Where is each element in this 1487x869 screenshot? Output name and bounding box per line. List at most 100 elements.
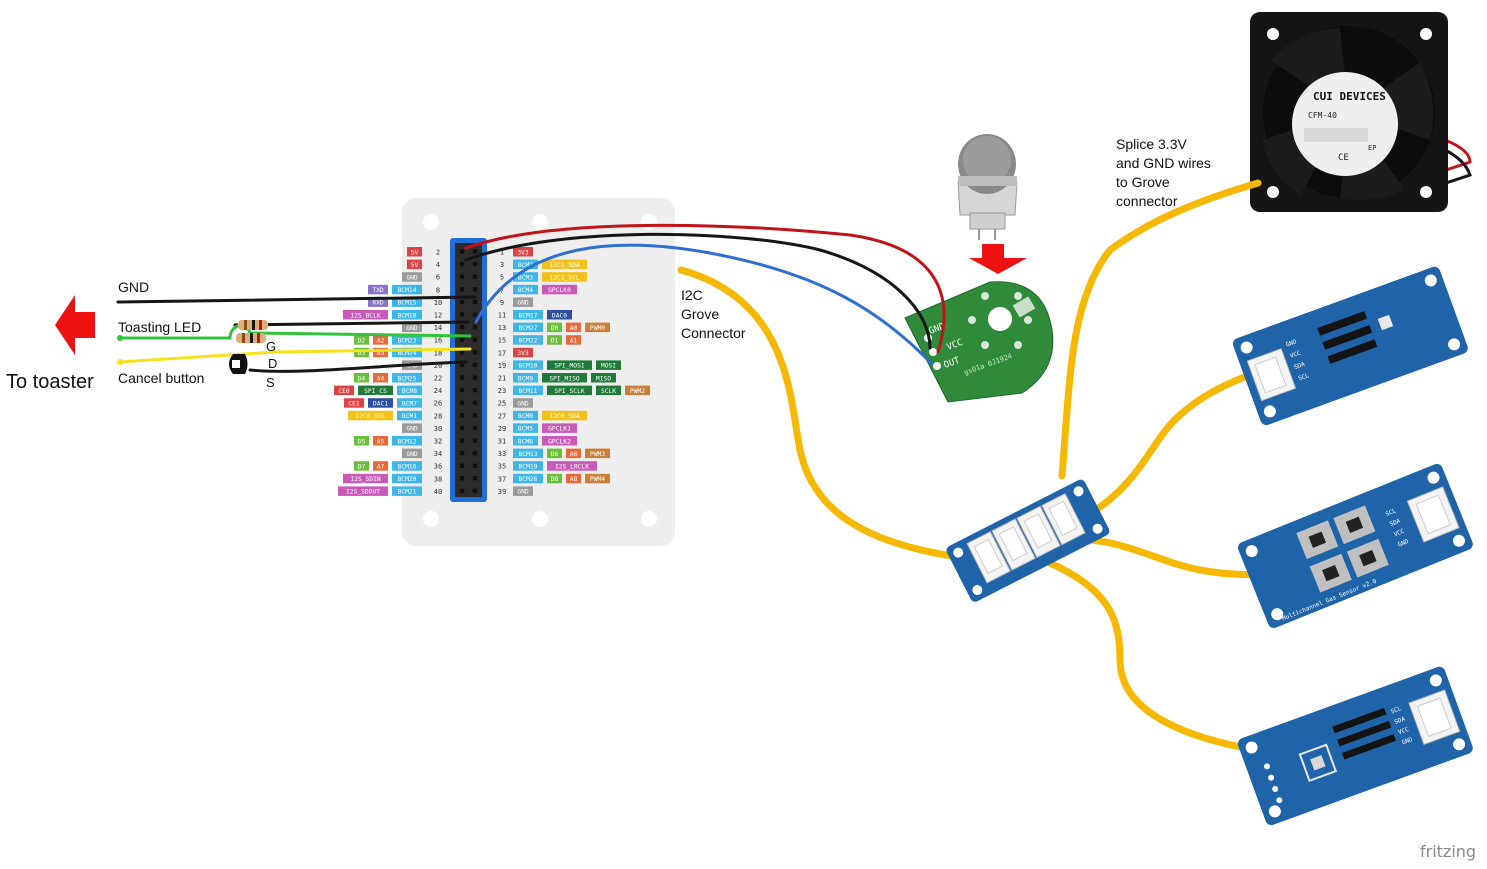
pin-number-2: 2: [436, 249, 440, 257]
pin-number-16: 16: [434, 337, 442, 345]
pin-tag-bg: [513, 335, 543, 345]
pin-number-28: 28: [434, 412, 442, 420]
pin-number-22: 22: [434, 375, 442, 383]
pin-tag: BCM26: [519, 476, 538, 483]
pin-tag-bg: [368, 297, 388, 307]
pin-tag: SPI_SCLK: [554, 388, 585, 395]
pin-tag: CE0: [338, 388, 350, 395]
pin-number-5: 5: [500, 274, 504, 282]
cui-fan: CUI DEVICES CFM-40 CE EP: [1250, 12, 1472, 212]
pin-tag: A7: [377, 464, 385, 471]
grove-bot-pin-2: SDA: [1394, 715, 1407, 725]
pin-tag-bg: [334, 385, 354, 396]
pin-tag: BCM2: [518, 262, 533, 269]
left-arrow: [55, 295, 95, 355]
header-pin: [459, 299, 465, 305]
pin-tag: PWM2: [630, 388, 645, 395]
pin-tag: BCM1: [402, 413, 417, 420]
pin-tag-bg: [547, 322, 562, 333]
grove-top-pin-4: SCL: [1297, 372, 1310, 382]
pin-tag: D1: [551, 338, 559, 345]
pin-tag-bg: [547, 310, 572, 320]
grove-module-bottom: SCL SDA VCC GND: [1237, 666, 1473, 826]
pin-number-9: 9: [500, 299, 504, 307]
pin-tag-bg: [547, 360, 592, 370]
grove-mid-pin-3: VCC: [1393, 528, 1406, 539]
header-pin: [459, 450, 465, 456]
pin-tag: D4: [358, 375, 366, 382]
pin-tag: BCM24: [398, 350, 417, 357]
pin-number-7: 7: [500, 286, 504, 294]
pin-tag: 5V: [411, 262, 419, 269]
pin-tag-bg: [392, 486, 422, 496]
pin-tag: 3V3: [517, 249, 529, 256]
pin-tag: PWM4: [590, 476, 605, 483]
pin-tag: PWM3: [590, 451, 605, 458]
pin-number-10: 10: [434, 299, 442, 307]
pin-tag: A2: [377, 338, 385, 345]
pin-tag: A4: [377, 375, 385, 382]
pin-tag: BCM11: [519, 388, 538, 395]
grove-top-pin-2: VCC: [1289, 349, 1302, 359]
pin-tag-bg: [513, 347, 533, 358]
header-pin: [459, 476, 465, 481]
pin-number-26: 26: [434, 400, 442, 408]
pin-tag: I2S_LRCLK: [555, 464, 589, 471]
fritzing-watermark: fritzing: [1420, 842, 1477, 861]
pin-tag: MOSI: [601, 363, 616, 370]
pin-tag: BCM19: [519, 464, 538, 471]
pin-tag: GND: [517, 401, 529, 408]
pin-tag-bg: [407, 259, 422, 270]
pin-tag: BCM6: [518, 438, 533, 445]
header-pin: [472, 299, 478, 305]
pin-tag-bg: [373, 436, 388, 446]
pin-number-27: 27: [498, 412, 506, 420]
pin-tag-bg: [542, 272, 587, 282]
pin-tag: CE1: [348, 401, 360, 408]
pin-tag: BCM5: [518, 426, 533, 433]
gas-sensor-breakout: GND VCC OUT gs01a 0J1924: [904, 281, 1054, 403]
pin-tag: I2C0_SCL: [355, 413, 386, 420]
pin-tag-bg: [397, 410, 422, 421]
pin-number-35: 35: [498, 463, 506, 471]
pin-tag: SPI_MOSI: [554, 363, 585, 370]
pin-tag-bg: [513, 259, 538, 270]
header-pin: [472, 400, 478, 405]
header-pin: [459, 413, 465, 418]
pin-tag-bg: [596, 360, 621, 370]
pin-tag: BCM25: [398, 375, 417, 382]
pin-tag: SCLK: [601, 388, 616, 395]
grove-cables: [677, 179, 1262, 752]
pin-tag: PWM0: [590, 325, 605, 332]
pin-tag: A6: [570, 451, 578, 458]
pin-number-4: 4: [436, 261, 440, 269]
pin-number-12: 12: [434, 312, 442, 320]
grove-top-pin-1: GND: [1285, 338, 1298, 348]
mosfet-d-label: D: [268, 356, 278, 371]
header-pin: [472, 362, 478, 368]
pin-number-38: 38: [434, 475, 442, 483]
grove-bot-pin-3: VCC: [1397, 726, 1410, 736]
pinout-left-labels: 25V45V6GND8BCM14TXD10BCM15RXD12BCM18I2S_…: [334, 247, 442, 496]
pin-number-3: 3: [500, 261, 504, 269]
pin-tag-bg: [513, 461, 543, 471]
down-arrow: [969, 244, 1027, 274]
pin-tag-bg: [547, 461, 597, 471]
pin-tag-bg: [354, 436, 369, 446]
pin-tag-bg: [547, 473, 562, 484]
pin-tag-bg: [402, 423, 422, 433]
pin-number-19: 19: [498, 362, 506, 370]
pin-tag: GPCLK2: [548, 438, 571, 445]
pin-tag-bg: [566, 322, 581, 333]
header-pin: [459, 249, 465, 254]
pin-tag: BCM16: [398, 464, 417, 471]
pin-tag-bg: [513, 310, 543, 320]
pin-tag-bg: [513, 297, 533, 307]
pin-number-34: 34: [434, 450, 442, 458]
grove-top-pin-3: SDA: [1293, 361, 1306, 371]
header-pin: [472, 274, 478, 279]
pin-tag-bg: [566, 473, 581, 484]
pin-tag: TXD: [372, 287, 384, 294]
